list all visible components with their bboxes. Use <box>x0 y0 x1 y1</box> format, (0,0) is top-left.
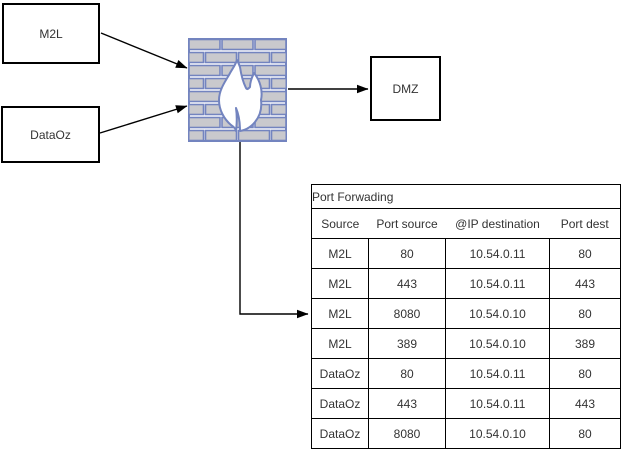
column-header-port-dest: Port dest <box>549 208 621 239</box>
node-dmz-label: DMZ <box>392 81 419 96</box>
table-cell: 80 <box>549 358 621 389</box>
table-cell: DataOz <box>311 418 369 449</box>
firewall-icon <box>188 38 287 142</box>
table-cell: 10.54.0.10 <box>445 328 550 359</box>
node-m2l-label: M2L <box>39 26 63 41</box>
table-cell: 8080 <box>368 298 446 329</box>
table-cell: M2L <box>311 238 369 269</box>
table-cell: 8080 <box>368 418 446 449</box>
table-row: M2L 389 10.54.0.10 389 <box>311 328 621 359</box>
node-dataoz: DataOz <box>1 106 100 163</box>
table-cell: 389 <box>549 328 621 359</box>
table-row: DataOz 443 10.54.0.11 443 <box>311 388 621 419</box>
node-dmz: DMZ <box>370 56 441 121</box>
table-cell: DataOz <box>311 358 369 389</box>
table-cell: DataOz <box>311 388 369 419</box>
connector-m2l-to-firewall <box>100 32 188 69</box>
table-cell: M2L <box>311 328 369 359</box>
node-m2l: M2L <box>2 3 100 64</box>
table-cell: M2L <box>311 298 369 329</box>
table-cell: 80 <box>549 238 621 269</box>
table-row: M2L 80 10.54.0.11 80 <box>311 238 621 269</box>
table-cell: 10.54.0.11 <box>445 388 550 419</box>
table-cell: 80 <box>368 358 446 389</box>
table-cell: 80 <box>549 418 621 449</box>
connector-dataoz-to-firewall <box>99 105 188 134</box>
table-cell: 10.54.0.10 <box>445 418 550 449</box>
table-cell: 443 <box>368 388 446 419</box>
column-header-port-source: Port source <box>368 208 446 239</box>
table-cell: 10.54.0.11 <box>445 238 550 269</box>
table-row: M2L 8080 10.54.0.10 80 <box>311 298 621 329</box>
column-header-ip-destination: @IP destination <box>445 208 550 239</box>
table-cell: 80 <box>549 298 621 329</box>
port-forwarding-table: Port Forwading Source Port source @IP de… <box>311 184 621 449</box>
table-cell: 443 <box>549 388 621 419</box>
table-header-row: Source Port source @IP destination Port … <box>311 208 621 239</box>
table-row: DataOz 80 10.54.0.11 80 <box>311 358 621 389</box>
connector-firewall-to-table <box>239 142 309 319</box>
flame-icon <box>218 59 263 132</box>
table-row: M2L 443 10.54.0.11 443 <box>311 268 621 299</box>
table-cell: 10.54.0.10 <box>445 298 550 329</box>
table-title: Port Forwading <box>311 184 621 209</box>
column-header-source: Source <box>311 208 369 239</box>
table-cell: 443 <box>368 268 446 299</box>
table-cell: 10.54.0.11 <box>445 358 550 389</box>
table-row: DataOz 8080 10.54.0.10 80 <box>311 418 621 449</box>
table-cell: 10.54.0.11 <box>445 268 550 299</box>
table-cell: 80 <box>368 238 446 269</box>
table-cell: 389 <box>368 328 446 359</box>
table-title-row: Port Forwading <box>311 184 621 209</box>
table-cell: M2L <box>311 268 369 299</box>
node-dataoz-label: DataOz <box>30 127 71 142</box>
table-cell: 443 <box>549 268 621 299</box>
